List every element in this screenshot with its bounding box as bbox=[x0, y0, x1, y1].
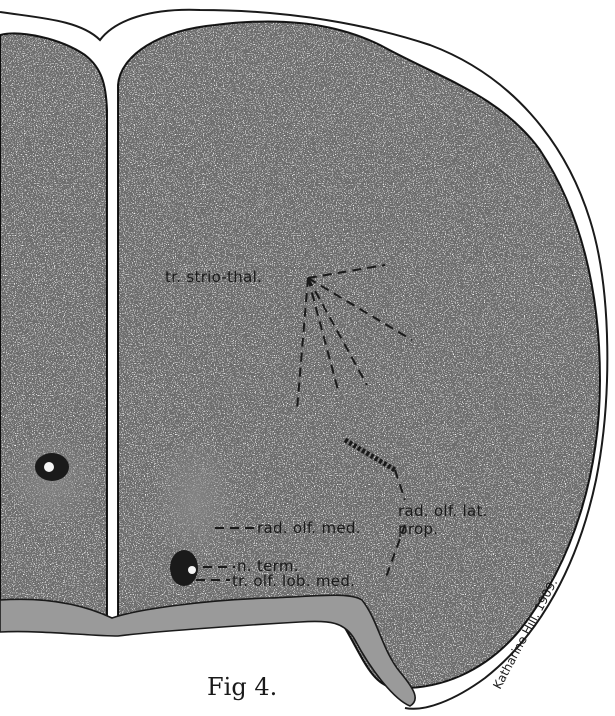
label-tr-olf-lob-med: tr. olf. lob. med. bbox=[232, 572, 355, 590]
label-prop: prop. bbox=[398, 520, 438, 538]
figure-caption: Fig 4. bbox=[207, 673, 277, 701]
medial-nucleus-cloud bbox=[150, 430, 240, 570]
label-rad-olf-med: rad. olf. med. bbox=[257, 519, 361, 537]
n-term-spot-core bbox=[188, 566, 196, 574]
label-tr-strio-thal: tr. strio-thal. bbox=[165, 268, 262, 286]
label-rad-olf-lat: rad. olf. lat. bbox=[398, 502, 488, 520]
left-spot-core bbox=[44, 462, 54, 472]
